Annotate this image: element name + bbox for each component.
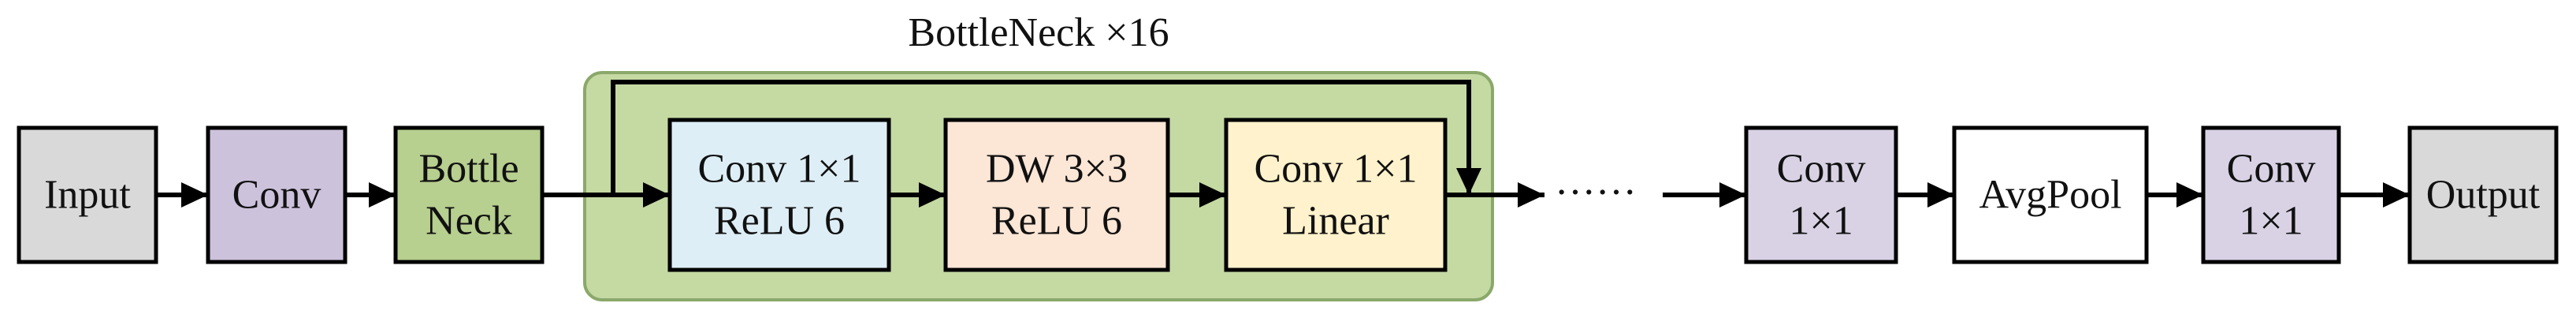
conv1x1_a-label-0: Conv (1777, 147, 1866, 192)
dw3x3_relu-label-0: DW 3×3 (986, 147, 1128, 192)
conv1x1_a-label-1: 1×1 (1789, 199, 1853, 244)
bottleneck-label-0: Bottle (418, 147, 519, 192)
ellipsis: ······ (1555, 170, 1637, 215)
block-bottleneck: BottleNeck (393, 125, 545, 264)
skip-connection-arrowhead (1456, 168, 1481, 195)
arrow-group-out-arrowhead (1518, 182, 1544, 208)
conv1x1_b-box (2201, 125, 2341, 264)
output-label-0: Output (2426, 173, 2541, 218)
conv1x1_a-box (1744, 125, 1898, 264)
arrow-input-conv-arrowhead (181, 182, 208, 208)
block-input: Input (17, 125, 158, 264)
arrow-dw-conv1x1lin-arrowhead (1199, 182, 1226, 208)
block-avgpool: AvgPool (1952, 125, 2149, 264)
conv1x1_relu-label-0: Conv 1×1 (697, 147, 861, 192)
dw3x3_relu-box (943, 118, 1170, 272)
bottleneck-group-title: BottleNeck ×16 (908, 10, 1169, 55)
arrow-conv1x1-dw-arrowhead (919, 182, 946, 208)
arrow-avgpool-conv-arrowhead (2176, 182, 2203, 208)
block-conv: Conv (206, 125, 348, 264)
conv1x1_relu-label-1: ReLU 6 (714, 199, 845, 244)
bottleneck-label-1: Neck (426, 199, 512, 244)
input-box (17, 125, 158, 264)
skip-connection (611, 80, 1471, 195)
avgpool-box (1952, 125, 2149, 264)
dw3x3_relu-label-1: ReLU 6 (991, 199, 1122, 244)
conv-box (206, 125, 348, 264)
connections (156, 80, 2410, 208)
conv1x1_lin-box (1224, 118, 1448, 272)
conv1x1_b-label-1: 1×1 (2239, 199, 2303, 244)
conv1x1_b-label-0: Conv (2227, 147, 2316, 192)
input-label-0: Input (44, 173, 131, 218)
arrow-conv-avgpool-arrowhead (1927, 182, 1954, 208)
conv1x1_lin-label-0: Conv 1×1 (1254, 147, 1417, 192)
arrow-conv-output-arrowhead (2383, 182, 2410, 208)
arrow-ellipsis-conv-arrowhead (1719, 182, 1746, 208)
avgpool-label-0: AvgPool (1979, 173, 2121, 218)
block-output: Output (2407, 125, 2559, 264)
bottleneck-box (393, 125, 545, 264)
conv1x1_relu-box (667, 118, 891, 272)
block-conv1x1-a: Conv 1×1 (1744, 125, 1898, 264)
conv-label-0: Conv (232, 173, 322, 218)
block-conv1x1-b: Conv 1×1 (2201, 125, 2341, 264)
conv1x1_lin-label-1: Linear (1282, 199, 1389, 244)
arrow-bottleneck-conv1x1-arrowhead (643, 182, 670, 208)
arrow-conv-bottleneck-arrowhead (369, 182, 396, 208)
output-box (2407, 125, 2559, 264)
